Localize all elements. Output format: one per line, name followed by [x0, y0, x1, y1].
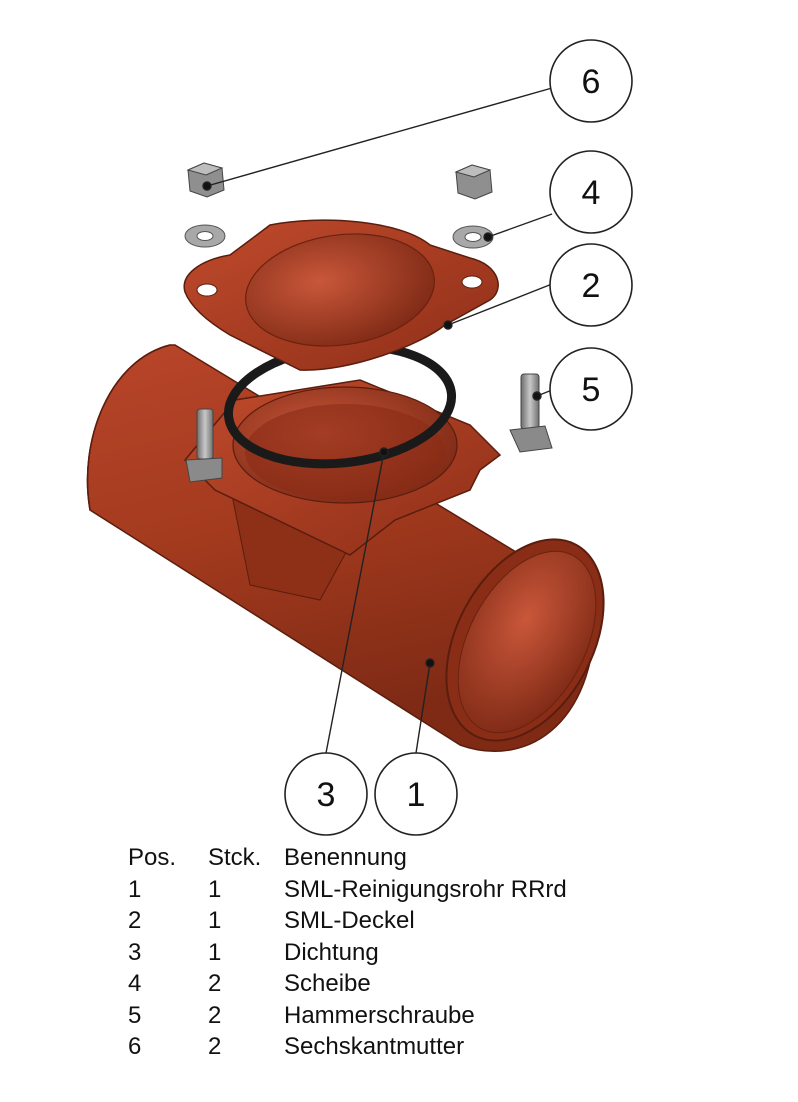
callout-1: 1	[374, 752, 458, 836]
row-pos: 3	[128, 938, 142, 966]
table-row: 3 1 Dichtung	[128, 937, 567, 969]
row-name: Sechskantmutter	[284, 1033, 465, 1060]
callout-2: 2	[549, 243, 633, 327]
row-name: SML-Reinigungsrohr RRrd	[284, 875, 567, 903]
row-qty: 2	[208, 970, 222, 997]
svg-text:6: 6	[582, 63, 601, 101]
callout-6: 6	[549, 39, 633, 123]
row-name: Scheibe	[284, 970, 371, 997]
row-qty: 1	[208, 907, 222, 934]
cover-illustration	[183, 219, 499, 371]
row-pos: 5	[128, 1001, 142, 1029]
callout-5: 5	[549, 347, 633, 431]
svg-text:5: 5	[582, 371, 601, 409]
table-row: 2 1 SML-Deckel	[128, 905, 567, 937]
callout-4: 4	[549, 150, 633, 234]
header-pos: Pos.	[128, 844, 177, 871]
hammer-bolt-right-illustration	[509, 373, 553, 453]
row-pos: 6	[128, 1033, 142, 1060]
svg-text:3: 3	[317, 776, 336, 814]
svg-text:4: 4	[582, 174, 601, 212]
pipe-illustration	[86, 344, 605, 753]
header-name: Benennung	[284, 844, 407, 871]
table-row: 6 2 Sechskantmutter	[128, 1031, 567, 1063]
row-name: Hammerschraube	[284, 1001, 475, 1029]
row-qty: 2	[208, 1033, 222, 1060]
row-name: Dichtung	[284, 938, 379, 966]
table-row: 4 2 Scheibe	[128, 968, 567, 1000]
hex-nut-left-illustration	[186, 162, 225, 198]
row-pos: 2	[128, 907, 142, 934]
row-pos: 1	[128, 875, 142, 903]
row-name: SML-Deckel	[284, 907, 415, 934]
leader-lines	[202, 87, 553, 754]
washer-right-illustration	[452, 225, 494, 249]
exploded-assembly-diagram: 6 4 2 5 3 1	[86, 39, 633, 836]
header-qty: Stck.	[208, 844, 262, 871]
hammer-bolt-left-illustration	[185, 408, 223, 483]
table-row: 5 2 Hammerschraube	[128, 1000, 567, 1032]
hex-nut-right-illustration	[454, 164, 493, 200]
row-qty: 2	[208, 1001, 222, 1029]
parts-list-table: Pos. Stck. Benennung 1 1 SML-Reinigungsr…	[128, 842, 567, 1063]
svg-text:2: 2	[582, 267, 601, 305]
table-row: 1 1 SML-Reinigungsrohr RRrd	[128, 874, 567, 906]
washer-left-illustration	[184, 224, 226, 248]
callout-3: 3	[284, 752, 368, 836]
table-header-row: Pos. Stck. Benennung	[128, 842, 567, 874]
svg-text:1: 1	[407, 776, 426, 814]
row-pos: 4	[128, 970, 142, 997]
row-qty: 1	[208, 938, 222, 966]
row-qty: 1	[208, 875, 222, 903]
